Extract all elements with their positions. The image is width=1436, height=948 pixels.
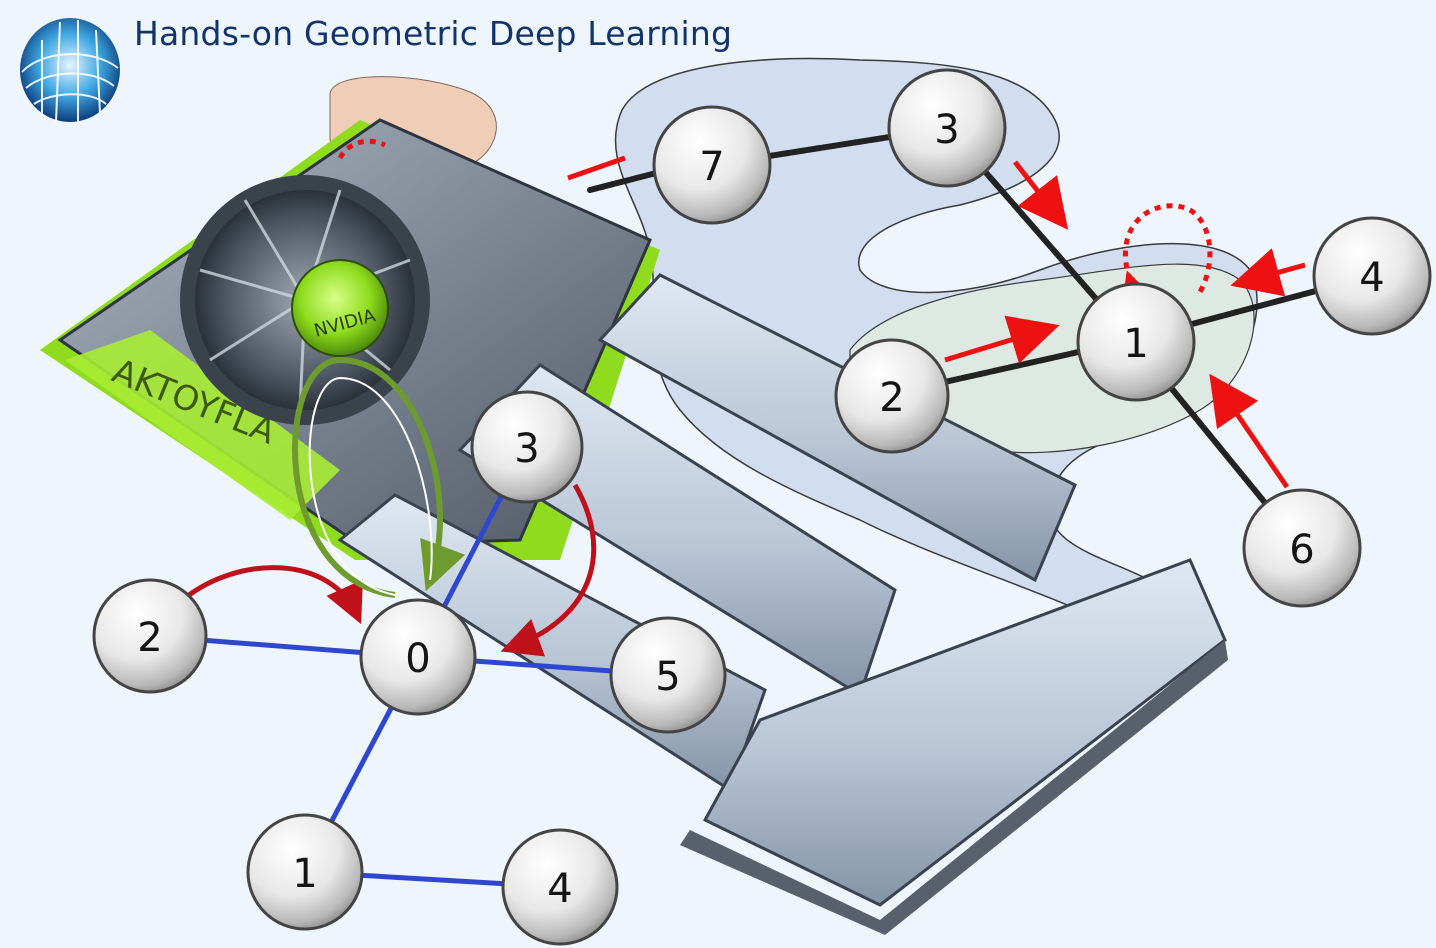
brand-logo-icon (20, 18, 120, 123)
chip-4 (702, 558, 1227, 907)
node-large-1-label: 1 (1123, 321, 1148, 367)
node-large-4-label: 4 (1359, 255, 1384, 301)
card-green-band (65, 330, 340, 520)
self-loop-left (337, 138, 387, 160)
arrow-from-3 (1013, 160, 1069, 230)
chip-1 (597, 273, 1077, 583)
arrow-2-to-0 (183, 565, 363, 625)
node-small-4-label: 4 (547, 866, 572, 912)
node-small-5-label: 5 (655, 654, 680, 700)
node-large-2: 2 (834, 338, 950, 454)
node-large-7: 7 (652, 105, 772, 225)
node-large-2-label: 2 (879, 375, 904, 421)
node-small-5: 5 (609, 616, 727, 734)
node-small-4: 4 (501, 828, 619, 946)
node-small-2: 2 (92, 578, 208, 694)
node-small-3-label: 3 (514, 426, 539, 472)
graph-large-nodes: 7 3 2 1 4 6 (652, 68, 1432, 608)
node-large-7-label: 7 (699, 144, 724, 190)
arrow-from-7 (567, 155, 626, 181)
node-small-0-label: 0 (405, 636, 430, 682)
node-small-3: 3 (470, 390, 584, 504)
node-large-4: 4 (1312, 216, 1432, 336)
node-small-2-label: 2 (137, 615, 162, 661)
arrow-3-to-0 (500, 483, 597, 657)
arrow-from-4 (1230, 248, 1306, 297)
node-large-6-label: 6 (1289, 527, 1314, 573)
node-large-6: 6 (1242, 488, 1362, 608)
graph-small-arrows (183, 356, 597, 657)
edge-7-left (587, 169, 663, 193)
node-large-3: 3 (887, 68, 1007, 188)
graph-small-nodes: 3 2 0 5 1 4 (92, 390, 727, 946)
fan-hub (291, 259, 389, 357)
node-large-3-label: 3 (934, 107, 959, 153)
node-small-0: 0 (359, 598, 477, 716)
node-large-1: 1 (1076, 282, 1196, 402)
node-small-1-label: 1 (292, 851, 317, 897)
self-loop-arrow (1118, 203, 1213, 326)
arrow-from-6 (1209, 373, 1290, 489)
page-title: Hands-on Geometric Deep Learning (134, 14, 733, 53)
graph-large-arrows (337, 138, 1306, 489)
self-loop-0-inner (308, 376, 433, 596)
chip-4-base (680, 640, 1228, 935)
self-loop-0 (292, 356, 466, 598)
node-small-1: 1 (246, 813, 364, 931)
arrow-from-2 (944, 315, 1060, 364)
